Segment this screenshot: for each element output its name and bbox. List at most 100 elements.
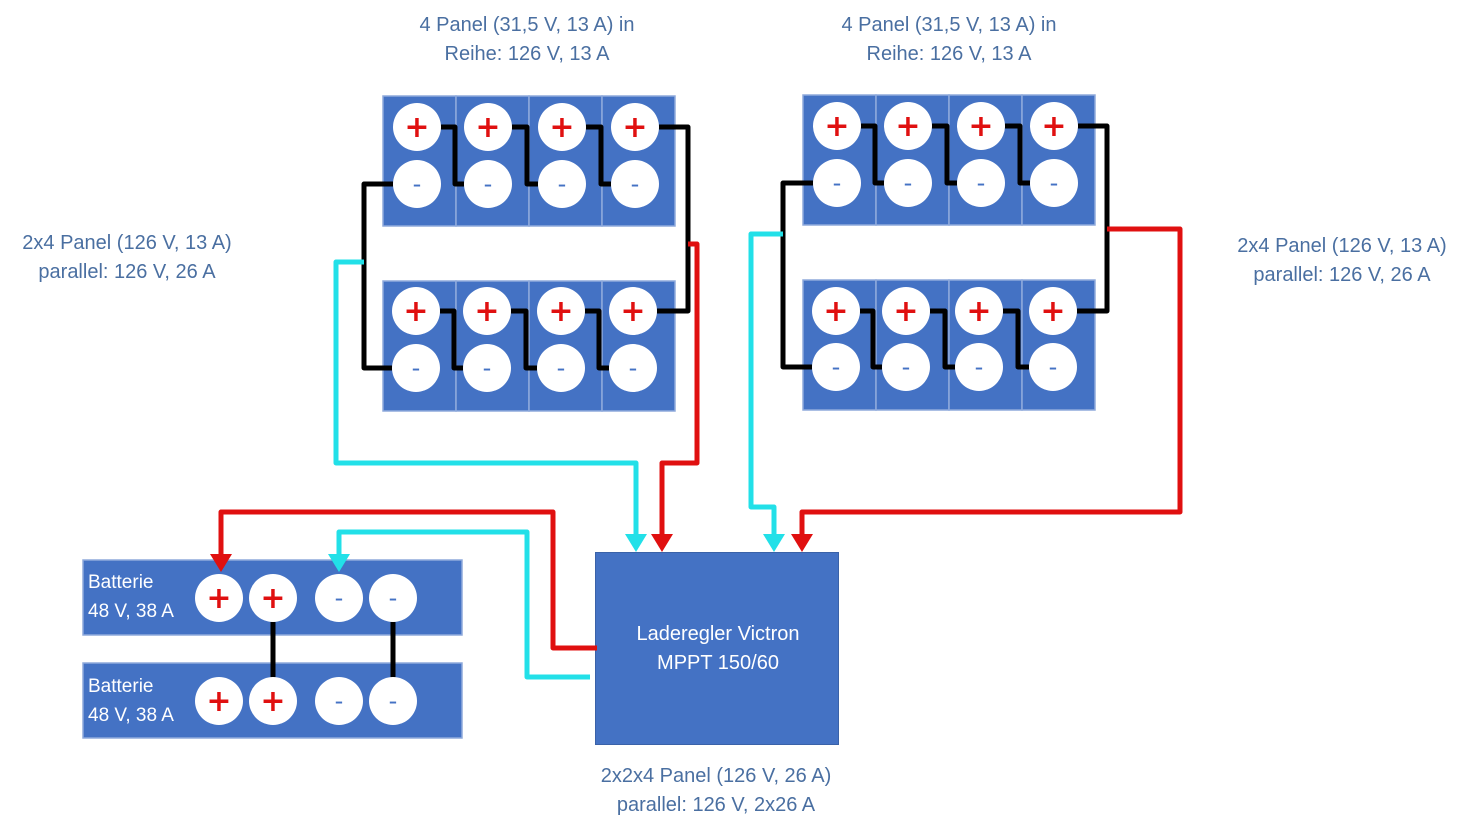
series-wire [860,308,882,370]
arrow-head-positive [210,554,232,572]
plus-sign: + [475,110,500,145]
terminal-disc [249,677,297,725]
panel-plus-terminal: + [537,287,585,335]
terminal-disc [537,287,585,335]
minus-sign: - [977,169,986,197]
terminal-disc [369,677,417,725]
terminal-disc [393,103,441,151]
minus-sign: - [629,354,638,382]
panel-minus-terminal: - [392,344,440,392]
minus-sign: - [631,170,640,198]
panel-plus-terminal: + [611,103,659,151]
panel-minus-terminal: - [957,159,1005,207]
terminal-disc [882,287,930,335]
string-right-label-line1: 4 Panel (31,5 V, 13 A) in [841,14,1057,36]
plus-sign: + [966,294,991,329]
series-wire [441,124,464,187]
panel-minus-terminal: - [537,344,585,392]
terminal-disc [611,103,659,151]
negative-wire [336,529,590,680]
series-wire [511,308,537,371]
terminal-disc [195,574,243,622]
arrow-head-negative [625,534,647,552]
wires-layer [218,123,1183,680]
terminal-disc [957,102,1005,150]
total-array-label: 2x2x4 Panel (126 V, 26 A) parallel: 126 … [580,762,852,820]
terminal-disc [315,574,363,622]
minus-sign: - [832,353,841,381]
parallel-wire [361,181,393,371]
terminal-disc [249,574,297,622]
battery-plus-terminal: + [195,677,243,725]
panel-plus-terminal: + [463,287,511,335]
array-left-label: 2x4 Panel (126 V, 13 A) parallel: 126 V,… [2,229,252,287]
panel-minus-terminal: - [1030,159,1078,207]
string-left-label-line2: Reihe: 126 V, 13 A [444,43,610,65]
arrow-head-negative [763,534,785,552]
arrows-layer [210,534,813,572]
minus-sign: - [975,353,984,381]
minus-sign: - [389,687,398,715]
parallel-wire [657,124,691,314]
battery-plus-terminal: + [249,677,297,725]
battery-1-name: Batterie [88,572,154,593]
string-right-label-line2: Reihe: 126 V, 13 A [866,43,1032,65]
terminal-disc [537,344,585,392]
terminal-disc [463,287,511,335]
terminal-disc [957,159,1005,207]
panel-minus-terminal: - [611,160,659,208]
panel-plus-terminal: + [955,287,1003,335]
panel-plus-terminal: + [464,103,512,151]
panel-plus-terminal: + [882,287,930,335]
panel-plus-terminal: + [1029,287,1077,335]
terminal-disc [955,343,1003,391]
terminal-disc [1030,159,1078,207]
charge-controller-model: MPPT 150/60 [657,652,779,674]
string-right-label: 4 Panel (31,5 V, 13 A) in Reihe: 126 V, … [820,11,1078,69]
terminal-disc [393,160,441,208]
arrow-head-positive [651,534,673,552]
series-wire [512,124,538,187]
minus-sign: - [1050,169,1059,197]
minus-sign: - [833,169,842,197]
minus-sign: - [335,584,344,612]
panel-plus-terminal: + [609,287,657,335]
panel-minus-terminal: - [884,159,932,207]
terminal-disc [813,159,861,207]
minus-sign: - [557,354,566,382]
string-left-label-line1: 4 Panel (31,5 V, 13 A) in [419,14,635,36]
plus-sign: + [404,110,429,145]
minus-sign: - [389,584,398,612]
terminal-disc [195,677,243,725]
minus-sign: - [484,170,493,198]
terminals-layer: +-+-+-+-+-+-+-+-+-+-+-+-+-+-+-+-++--++-- [195,102,1078,725]
plus-sign: + [403,294,428,329]
terminal-disc [1029,343,1077,391]
panel-minus-terminal: - [882,343,930,391]
minus-sign: - [413,170,422,198]
plus-sign: + [260,684,285,719]
plus-sign: + [893,294,918,329]
panel-minus-terminal: - [1029,343,1077,391]
plus-sign: + [622,110,647,145]
panel-plus-terminal: + [813,102,861,150]
string-left-label: 4 Panel (31,5 V, 13 A) in Reihe: 126 V, … [398,11,656,69]
charge-controller-label: Laderegler Victron MPPT 150/60 [596,620,840,678]
panel-minus-terminal: - [538,160,586,208]
plus-sign: + [1041,109,1066,144]
terminal-disc [882,343,930,391]
plus-sign: + [206,684,231,719]
panel-minus-terminal: - [813,159,861,207]
series-wire [861,123,884,186]
terminal-disc [464,160,512,208]
terminal-disc [464,103,512,151]
plus-sign: + [548,294,573,329]
series-wire [930,308,955,370]
terminal-disc [1029,287,1077,335]
panel-plus-terminal: + [392,287,440,335]
plus-sign: + [474,294,499,329]
charge-controller-name: Laderegler Victron [636,623,800,645]
series-wire [1005,123,1030,186]
plus-sign: + [823,294,848,329]
terminal-disc [611,160,659,208]
